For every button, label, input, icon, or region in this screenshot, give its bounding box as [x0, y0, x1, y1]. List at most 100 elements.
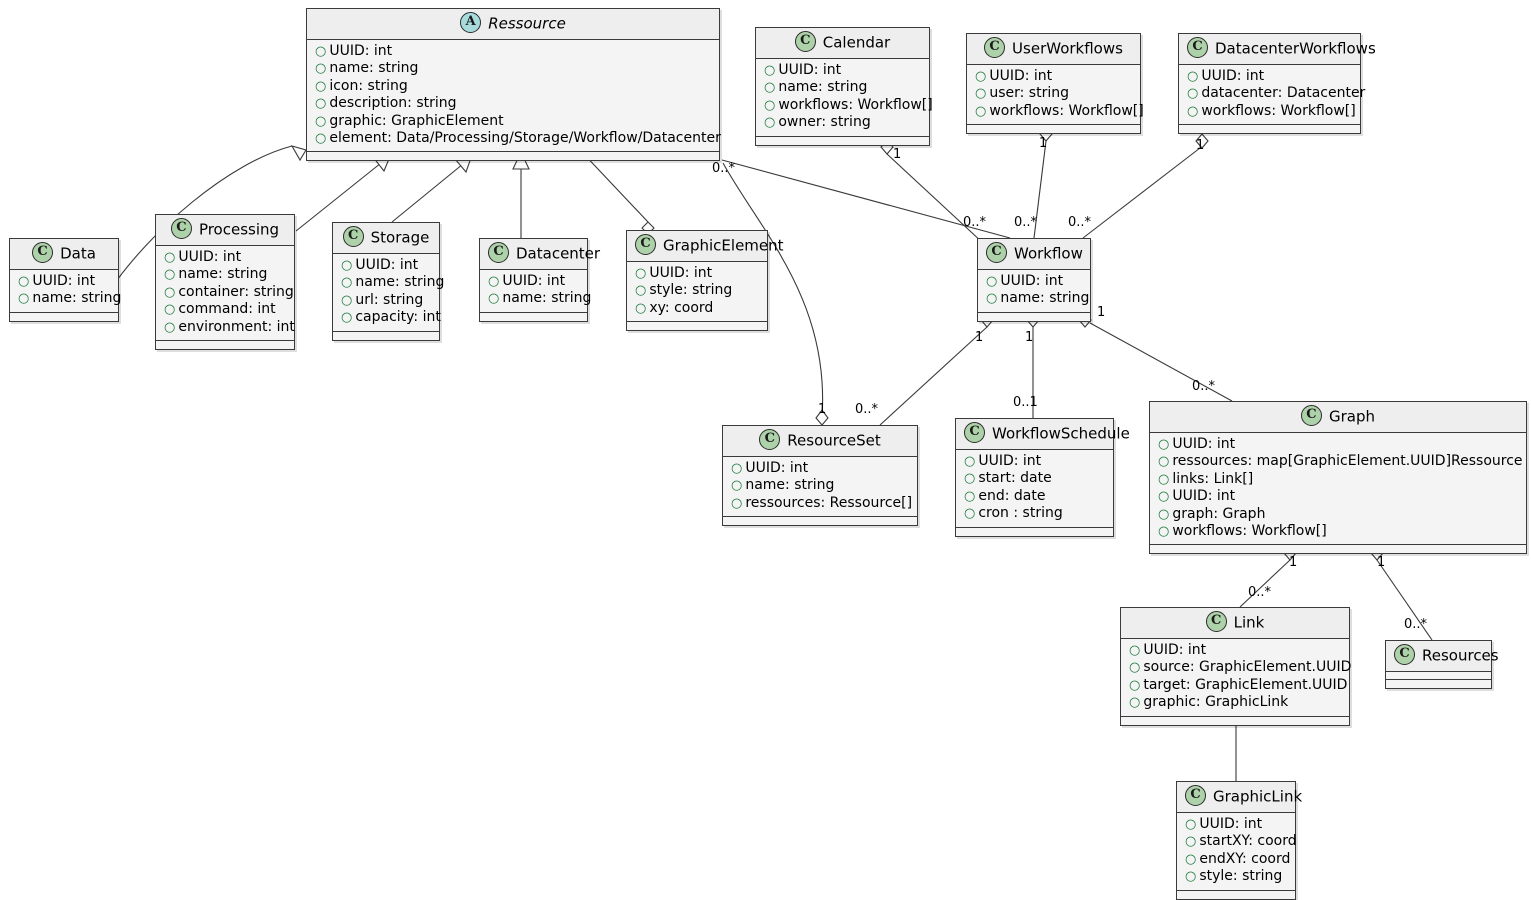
visibility-public-icon: ○: [731, 495, 743, 511]
class-attribute: ○user: string: [973, 85, 1134, 102]
class-attribute: ○workflows: Workflow[]: [1185, 102, 1356, 120]
visibility-public-icon: ○: [764, 63, 776, 78]
class-attribute: ○UUID: int: [984, 273, 1084, 290]
class-name-processing: Processing: [198, 220, 280, 239]
attribute-text: name: string: [745, 477, 835, 494]
attribute-text: target: GraphicElement.UUID: [1143, 676, 1348, 693]
class-attribute: ○startXY: coord: [1183, 833, 1297, 850]
class-attribute: ○owner: string: [762, 114, 923, 131]
class-icon-letter: C: [176, 220, 187, 235]
visibility-public-icon: ○: [1129, 695, 1141, 711]
class-icon: C: [1300, 405, 1322, 426]
abstract-class-icon: A: [460, 12, 482, 33]
class-name-graphicelement: GraphicElement: [663, 236, 784, 255]
attribute-text: UUID: int: [329, 43, 393, 59]
class-name-datacenter: Datacenter: [516, 244, 601, 263]
visibility-public-icon: ○: [341, 292, 353, 308]
class-attribute: ○start: date: [962, 470, 1107, 487]
class-name-resources: Resources: [1422, 646, 1499, 665]
class-attribute: ○graphic: GraphicElement: [313, 113, 713, 130]
class-operations-datacenterworkflows: [1179, 125, 1360, 134]
class-name-datacenterworkflows: DatacenterWorkflows: [1215, 39, 1376, 58]
attribute-text: UUID: int: [1172, 436, 1236, 452]
attribute-text: name: string: [32, 290, 122, 307]
class-attributes-storage: ○UUID: int○name: string○url: string○capa…: [333, 254, 444, 332]
class-attribute: ○name: string: [729, 477, 911, 494]
visibility-public-icon: ○: [764, 80, 776, 96]
class-attribute: ○UUID: int: [1156, 436, 1520, 453]
attribute-text: cron : string: [978, 505, 1063, 522]
class-name-data: Data: [60, 244, 96, 263]
class-attributes-graphicelement: ○UUID: int○style: string○xy: coord: [627, 262, 767, 323]
class-operations-resources: [1386, 680, 1491, 688]
class-icon-letter: C: [969, 424, 980, 439]
attribute-text: graph: Graph: [1172, 505, 1266, 522]
attribute-text: UUID: int: [989, 68, 1053, 84]
attribute-text: graphic: GraphicLink: [1143, 694, 1289, 711]
class-attribute: ○UUID: int: [973, 68, 1134, 85]
visibility-public-icon: ○: [975, 86, 987, 102]
visibility-public-icon: ○: [1185, 851, 1197, 867]
attribute-text: owner: string: [778, 114, 871, 131]
lbl-ressource-set-src: 0..*: [712, 161, 736, 176]
class-attribute: ○endXY: coord: [1183, 851, 1290, 868]
class-attribute: ○UUID: int: [486, 273, 581, 290]
visibility-public-icon: ○: [635, 266, 647, 281]
attribute-text: ressources: Ressource[]: [745, 494, 913, 511]
class-attribute: ○UUID: int: [16, 273, 112, 290]
edge-ressource-has-graphicelement: [579, 149, 655, 235]
edge-datacenterworkflows-has-workflows: [1082, 133, 1209, 239]
class-attribute: ○UUID: int: [633, 265, 761, 282]
class-icon-letter: C: [1192, 39, 1203, 54]
class-attribute: ○datacenter: Datacenter: [1185, 85, 1365, 102]
edge-storage-inherits-ressource: [391, 154, 473, 223]
class-name-calendar: Calendar: [822, 33, 891, 52]
class-attribute: ○name: string: [486, 290, 591, 307]
visibility-public-icon: ○: [1158, 489, 1170, 505]
lbl-datacenterworkflows-workflow-many: 0..*: [1068, 215, 1092, 230]
visibility-public-icon: ○: [964, 454, 976, 469]
class-attribute: ○UUID: int: [762, 62, 923, 79]
attribute-text: UUID: int: [1000, 273, 1064, 289]
class-attribute: ○description: string: [313, 95, 713, 112]
class-icon-letter: C: [1190, 787, 1201, 802]
class-attribute: ○environment: int: [162, 319, 295, 336]
class-attribute: ○name: string: [984, 290, 1089, 307]
class-icon-letter: C: [991, 244, 1002, 259]
class-attribute: ○UUID: int: [339, 257, 433, 274]
class-attribute: ○end: date: [962, 488, 1107, 505]
class-attribute: ○name: string: [162, 266, 288, 283]
attribute-text: workflows: Workflow[]: [1201, 102, 1356, 119]
visibility-public-icon: ○: [315, 78, 327, 94]
attribute-text: UUID: int: [1199, 816, 1263, 832]
class-attribute: ○workflows: Workflow[]: [762, 97, 933, 114]
attribute-text: UUID: int: [355, 257, 419, 273]
attribute-text: UUID: int: [745, 460, 809, 476]
class-attribute: ○container: string: [162, 284, 294, 301]
attribute-text: UUID: int: [1172, 488, 1236, 505]
lbl-workflow-schedule-one: 1: [1025, 330, 1033, 345]
visibility-public-icon: ○: [315, 131, 327, 147]
